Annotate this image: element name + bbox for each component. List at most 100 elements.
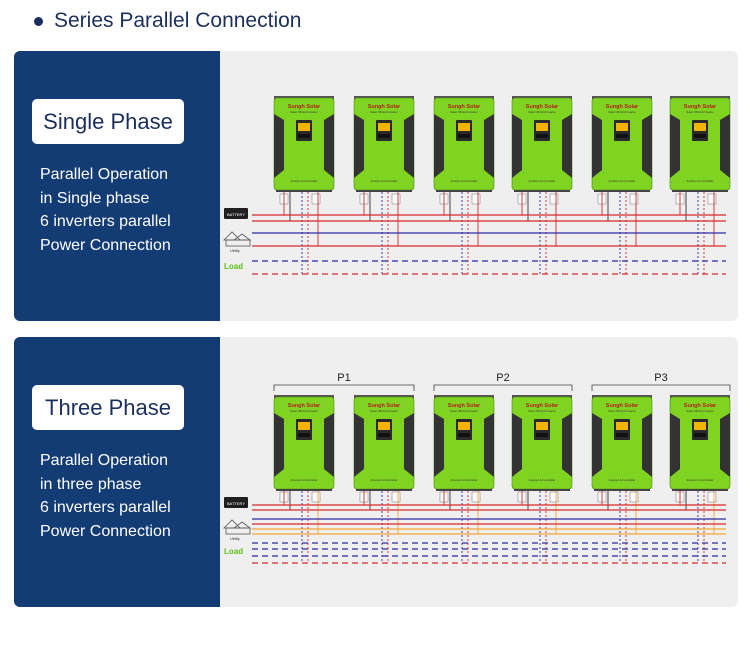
breaker-icon [707, 193, 717, 205]
inverter-brand: Sungh Solar [288, 403, 321, 409]
inverter-caption: Inverter & Controller [529, 179, 556, 183]
inverter-bottom [672, 190, 728, 192]
inverter-keypad [694, 433, 706, 437]
inverter-lcd [536, 422, 548, 430]
breaker-icon [391, 193, 401, 205]
inverter-caption: Inverter & Controller [371, 179, 398, 183]
inverter-side-left [670, 114, 680, 178]
inverter-side-right [404, 114, 414, 178]
single-phase-panel: Single Phase Parallel Operation in Singl… [14, 51, 738, 321]
inverter-bottom [514, 489, 570, 491]
inverter-side-right [642, 413, 652, 477]
description-line: 6 inverters parallel [40, 499, 171, 516]
inverter-caption: Inverter & Controller [609, 478, 636, 482]
inverter-lcd [378, 422, 390, 430]
inverter-side-right [720, 114, 730, 178]
inverter-subtitle: Solar Off-Grid Inverter [686, 409, 714, 413]
inverter-caption: Inverter & Controller [371, 478, 398, 482]
section-title: Series Parallel Connection [54, 9, 302, 32]
group-bracket [433, 384, 573, 391]
description-line: in three phase [40, 475, 142, 493]
inverter-caption: Inverter & Controller [687, 179, 714, 183]
battery-icon [224, 497, 248, 508]
three-phase-panel: Three Phase Parallel Operation in three … [14, 337, 738, 607]
inverter-caption: Inverter & Controller [291, 478, 318, 482]
bullet-icon [34, 16, 43, 26]
battery-label: BATTERY [227, 501, 245, 506]
inverter-caption: Inverter & Controller [451, 478, 478, 482]
inverter-lcd [378, 123, 390, 131]
inverter-lcd [458, 422, 470, 430]
inverter-subtitle: Solar Off-Grid Inverter [528, 110, 556, 114]
inverter-brand: Sungh Solar [448, 104, 481, 110]
battery-icon [224, 208, 248, 219]
inverter-caption: Inverter & Controller [451, 179, 478, 183]
inverter-lcd [694, 422, 706, 430]
inverter-keypad [378, 134, 390, 138]
inverter-caption: Inverter & Controller [529, 478, 556, 482]
inverter-caption: Inverter & Controller [609, 179, 636, 183]
breaker-icon [629, 193, 639, 205]
inverter-side-right [484, 114, 494, 178]
description-line: Power Connection [40, 522, 171, 540]
inverter-subtitle: Solar Off-Grid Inverter [608, 409, 636, 413]
inverter-brand: Sungh Solar [368, 403, 401, 409]
inverter-brand: Sungh Solar [606, 104, 639, 110]
inverter-side-left [512, 114, 522, 178]
breaker-icon [549, 193, 559, 205]
inverter-lcd [694, 123, 706, 131]
single-phase-description: Parallel Operation in Single phase 6 inv… [40, 163, 171, 257]
inverter-subtitle: Solar Off-Grid Inverter [450, 409, 478, 413]
inverter-brand: Sungh Solar [684, 403, 717, 409]
inverter-lcd [616, 422, 628, 430]
house-icon [223, 231, 252, 241]
description-line: Parallel Operation [40, 452, 169, 469]
inverter-side-left [274, 114, 284, 178]
inverter-subtitle: Solar Off-Grid Inverter [370, 110, 398, 114]
inverter-keypad [458, 134, 470, 138]
inverter-brand: Sungh Solar [606, 403, 639, 409]
breaker-icon [629, 491, 639, 503]
inverter-side-right [484, 413, 494, 477]
breaker-icon [707, 491, 717, 503]
inverter-side-right [324, 413, 334, 477]
single-phase-sidebar: Single Phase Parallel Operation in Singl… [14, 51, 220, 321]
inverter-bottom [436, 489, 492, 491]
inverter-bottom [672, 489, 728, 491]
three-phase-badge: Three Phase [32, 385, 184, 430]
inverter-subtitle: Solar Off-Grid Inverter [608, 110, 636, 114]
inverter-brand: Sungh Solar [526, 104, 559, 110]
inverter-bottom [594, 190, 650, 192]
utility-label: Utility [230, 248, 240, 253]
group-bracket [591, 384, 731, 391]
inverter-subtitle: Solar Off-Grid Inverter [290, 409, 318, 413]
inverter-keypad [378, 433, 390, 437]
three-phase-sidebar: Three Phase Parallel Operation in three … [14, 337, 220, 607]
inverter-side-right [324, 114, 334, 178]
inverter-brand: Sungh Solar [368, 104, 401, 110]
inverter-keypad [536, 433, 548, 437]
inverter-lcd [298, 422, 310, 430]
inverter-caption: Inverter & Controller [687, 478, 714, 482]
inverter-side-right [720, 413, 730, 477]
inverter-side-left [274, 413, 284, 477]
inverter-side-left [354, 413, 364, 477]
inverter-bottom [594, 489, 650, 491]
inverter-bottom [276, 489, 332, 491]
inverter-lcd [458, 123, 470, 131]
group-label-p2: P2 [496, 372, 509, 384]
inverter-side-left [592, 114, 602, 178]
section-header: Series Parallel Connection [34, 6, 301, 36]
inverter-keypad [298, 433, 310, 437]
inverter-subtitle: Solar Off-Grid Inverter [686, 110, 714, 114]
utility-label: Utility [230, 536, 240, 541]
breaker-icon [311, 193, 321, 205]
description-line: Power Connection [40, 236, 171, 254]
inverter-lcd [298, 123, 310, 131]
house-icon [223, 519, 252, 529]
inverter-keypad [616, 433, 628, 437]
breaker-icon [549, 491, 559, 503]
description-line: in Single phase [40, 189, 150, 207]
single-phase-badge: Single Phase [32, 99, 184, 144]
house-icon-base [225, 239, 251, 247]
